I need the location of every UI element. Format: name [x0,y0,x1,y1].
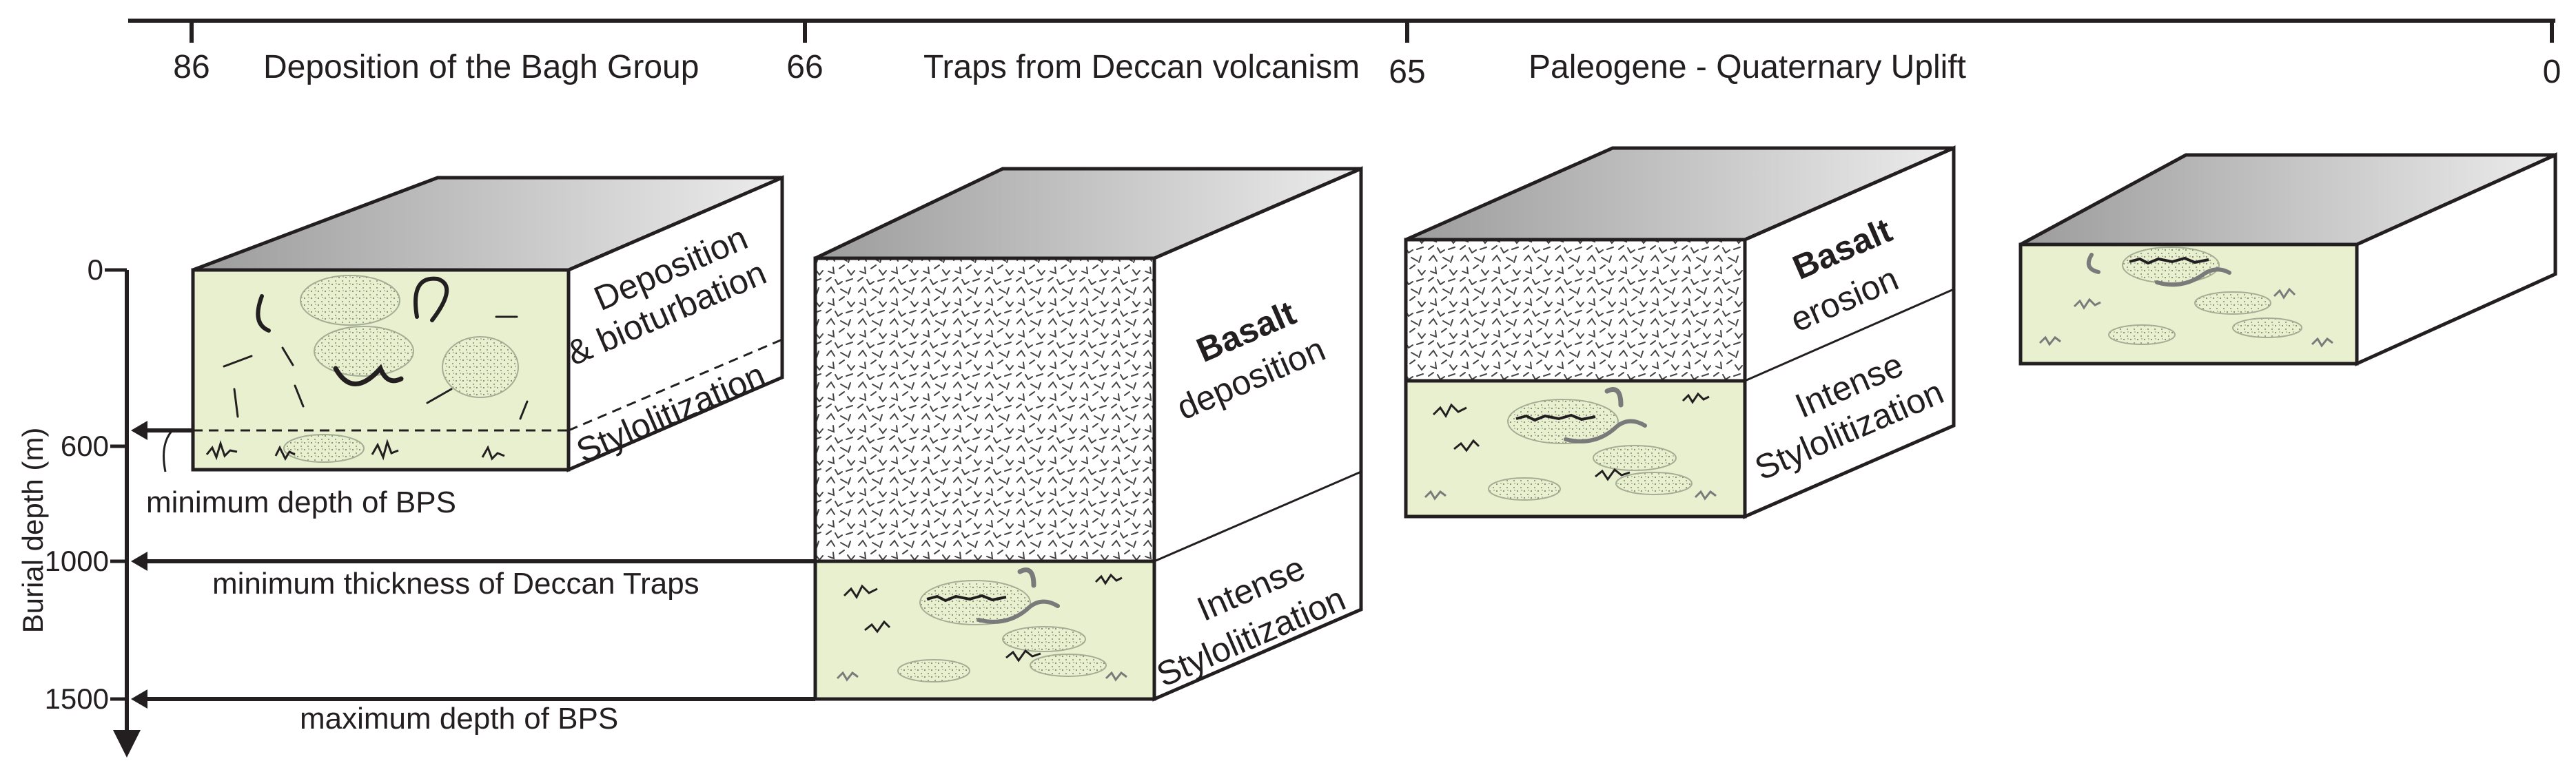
depth-label-600: 600 [61,430,109,462]
phase-uplift: Paleogene - Quaternary Uplift [1529,49,1966,85]
block2-side-divider [1154,470,1362,563]
timeline-label-65: 65 [1389,54,1425,90]
phase-bagh-deposition: Deposition of the Bagh Group [263,49,699,85]
depth-label-0: 0 [88,253,103,286]
depth-arrows: minimum depth of BPS minimum thickness o… [131,421,815,736]
annotation-min-depth: minimum depth of BPS [146,486,456,519]
block3-side-divider [1744,288,1954,382]
timeline: 86 66 65 0 Deposition of the Bagh Group … [128,19,2562,90]
timeline-label-86: 86 [173,49,209,85]
block4-stylolites [2038,247,2333,348]
arrow-min-depth-leader [163,429,174,472]
depth-axis-arrowhead [113,730,141,758]
arrow-min-thickness-head [131,552,147,571]
depth-axis-title: Burial depth (m) [17,428,49,634]
block1-nodules [283,275,519,463]
arrow-max-depth-head [131,689,147,709]
block-basalt-deposition: Basalt deposition Intense Stylolitizatio… [813,166,1363,702]
block1-stylolites [193,338,783,461]
timeline-label-0: 0 [2543,54,2562,90]
depth-label-1500: 1500 [45,682,109,715]
depth-axis: 0 600 1000 1500 Burial depth (m) [17,253,141,758]
timeline-label-66: 66 [786,49,823,85]
block2-basalt-layer [813,256,1156,563]
phase-deccan-traps: Traps from Deccan volcanism [923,49,1360,85]
annotation-max-depth: maximum depth of BPS [300,702,618,736]
block3-stylolites [1424,387,1717,501]
block1-burrows [223,276,529,420]
depth-label-1000: 1000 [45,545,109,577]
annotation-min-thickness: minimum thickness of Deccan Traps [212,567,699,601]
arrow-min-depth-head [131,421,147,440]
block-basalt-erosion: Basalt erosion Intense Stylolitization [1404,145,1956,519]
block-deposition: Deposition & bioturbation Stylolitizatio… [191,175,784,472]
block-present [2018,152,2557,366]
block3-basalt-layer [1404,238,1747,383]
block2-stylolites [836,567,1127,682]
